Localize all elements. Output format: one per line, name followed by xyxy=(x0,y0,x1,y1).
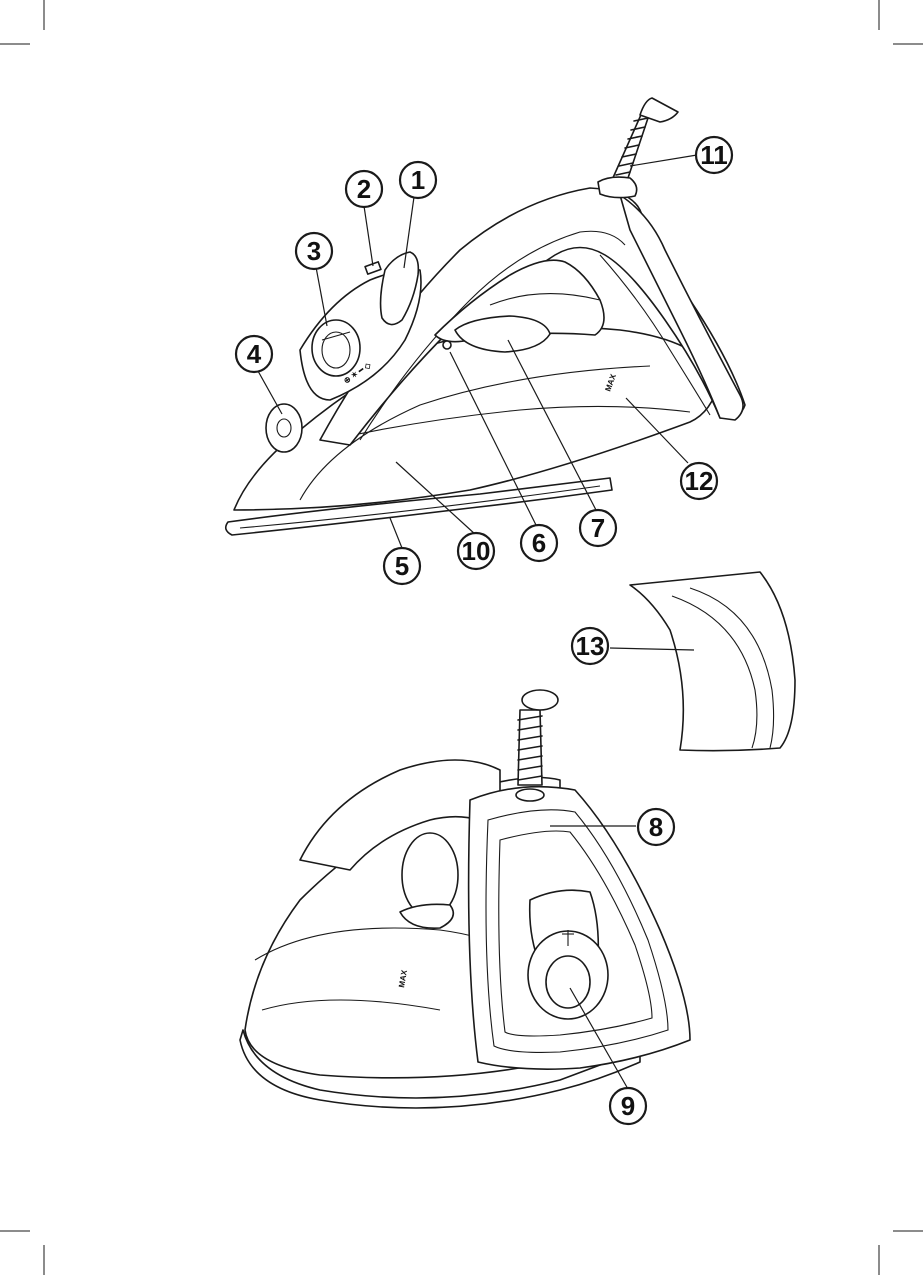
callout-4: 4 xyxy=(236,336,272,372)
rear-cord-end xyxy=(522,690,558,710)
svg-text:1: 1 xyxy=(411,165,425,195)
svg-text:3: 3 xyxy=(307,236,321,266)
svg-text:8: 8 xyxy=(649,812,663,842)
callout-5: 5 xyxy=(384,548,420,584)
svg-text:5: 5 xyxy=(395,551,409,581)
svg-text:11: 11 xyxy=(700,140,728,170)
callout-9: 9 xyxy=(610,1088,646,1124)
svg-text:12: 12 xyxy=(685,466,714,496)
callout-1: 1 xyxy=(400,162,436,198)
cord-base xyxy=(598,177,637,198)
callout-3: 3 xyxy=(296,233,332,269)
detachable-cover xyxy=(630,572,795,751)
svg-text:2: 2 xyxy=(357,174,371,204)
svg-text:7: 7 xyxy=(591,513,605,543)
svg-text:13: 13 xyxy=(576,631,605,661)
svg-text:4: 4 xyxy=(247,339,262,369)
callout-2: 2 xyxy=(346,171,382,207)
iron-rear-view: MAX xyxy=(240,690,690,1108)
svg-text:6: 6 xyxy=(532,528,546,558)
callout-13: 13 xyxy=(572,628,608,664)
self-clean-button[interactable] xyxy=(443,341,451,349)
callout-6: 6 xyxy=(521,525,557,561)
svg-text:9: 9 xyxy=(621,1091,635,1121)
callout-11: 11 xyxy=(696,137,732,173)
callout-10: 10 xyxy=(458,533,494,569)
callout-8: 8 xyxy=(638,809,674,845)
callout-12: 12 xyxy=(681,463,717,499)
svg-text:10: 10 xyxy=(462,536,491,566)
callout-7: 7 xyxy=(580,510,616,546)
iron-side-view: ⊕ ✶ ━ ◇ MAX xyxy=(226,98,745,535)
spray-nozzle xyxy=(266,404,302,452)
